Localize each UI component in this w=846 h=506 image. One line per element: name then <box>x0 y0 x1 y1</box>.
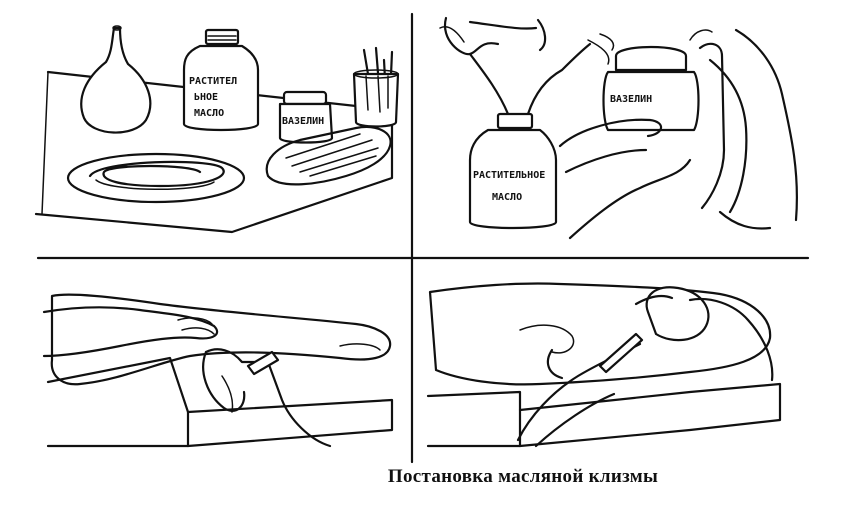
rectal-tube-tray-icon <box>66 152 246 204</box>
patient-foot <box>339 343 381 351</box>
oil-bottle-2-label-1: РАСТИТЕЛЬНОЕ <box>473 170 545 181</box>
table-edge <box>41 71 49 215</box>
nurse-hand-top <box>42 306 219 358</box>
table-outline <box>34 70 394 234</box>
oil-bottle-label-3: МАСЛО <box>194 108 224 119</box>
bed-right-2 <box>518 382 782 448</box>
caption-text: Постановка масляной клизмы <box>387 466 659 487</box>
vaseline-jar-large-icon: ВАЗЕЛИН <box>602 45 700 132</box>
vaseline-small-label: ВАЗЕЛИН <box>282 116 324 127</box>
oil-bottle-2-icon: РАСТИТЕЛЬНОЕ МАСЛО <box>468 112 558 230</box>
oil-bottle-label-2: ЬНОЕ <box>194 92 218 103</box>
nurse-hand-bottom <box>204 348 332 448</box>
vaseline-large-label: ВАЗЕЛИН <box>610 94 652 105</box>
panel-positioning <box>42 293 394 448</box>
hand-lubricating-tube-icon <box>558 28 799 240</box>
figure-caption: Постановка масляной клизмы <box>0 466 846 488</box>
vaseline-jar-small-icon: ВАЗЕЛИН <box>278 90 334 144</box>
panel-administration <box>426 282 782 448</box>
rubber-bulb-2-icon <box>645 286 710 342</box>
patient-body <box>50 293 392 386</box>
oil-bottle-2-label-2: МАСЛО <box>492 192 522 203</box>
panel-supplies: РАСТИТЕЛ ЬНОЕ МАСЛО ВАЗЕЛИН <box>34 25 400 234</box>
rubber-bulb-icon <box>80 25 152 134</box>
patient-body-2 <box>428 282 772 386</box>
cup-with-swabs-icon <box>352 46 400 128</box>
gloves-tray-icon <box>265 125 392 186</box>
oil-bottle-icon: РАСТИТЕЛ ЬНОЕ МАСЛО <box>182 28 260 132</box>
funnel-hands-icon <box>439 16 615 116</box>
buttock-line <box>519 324 575 354</box>
bed-right <box>186 398 394 448</box>
syringe-nozzle-icon <box>598 332 644 374</box>
tube-tip-icon <box>246 350 280 376</box>
bed-left-2 <box>426 390 522 448</box>
nurse-hand-right <box>688 297 774 382</box>
oil-bottle-label-1: РАСТИТЕЛ <box>189 76 237 87</box>
panel-lubrication: РАСТИТЕЛЬНОЕ МАСЛО ВАЗЕЛИН <box>439 16 799 240</box>
bed-left <box>46 356 190 448</box>
